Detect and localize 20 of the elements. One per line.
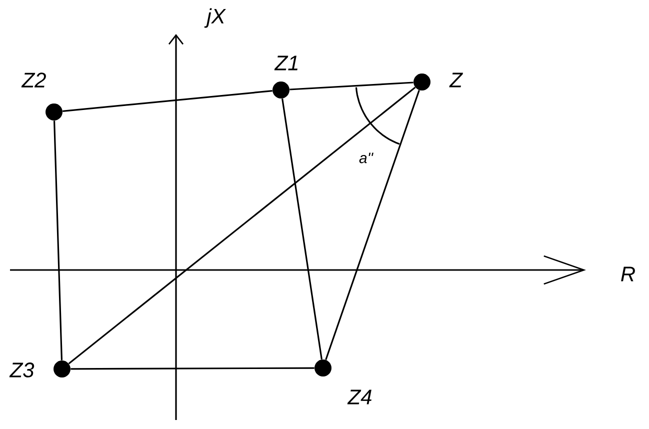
line	[62, 90, 272, 112]
point-dot	[46, 104, 62, 120]
point-dot	[54, 360, 70, 378]
point-label: Z	[449, 72, 463, 88]
line	[53, 120, 63, 360]
point-dot	[414, 74, 430, 90]
point-label: Z4	[347, 390, 372, 404]
line	[325, 90, 420, 360]
line	[290, 82, 414, 90]
point-label: Z2	[21, 72, 46, 88]
point-label: Z3	[9, 362, 34, 378]
point-dot	[314, 360, 332, 376]
line	[68, 86, 416, 364]
line	[70, 367, 314, 370]
line	[282, 98, 322, 360]
axis-label: R	[621, 266, 635, 282]
point-label: Z1	[274, 56, 298, 70]
axis-label: jX	[204, 8, 226, 28]
point-dot	[272, 82, 290, 98]
angle-label: a''	[359, 152, 374, 164]
